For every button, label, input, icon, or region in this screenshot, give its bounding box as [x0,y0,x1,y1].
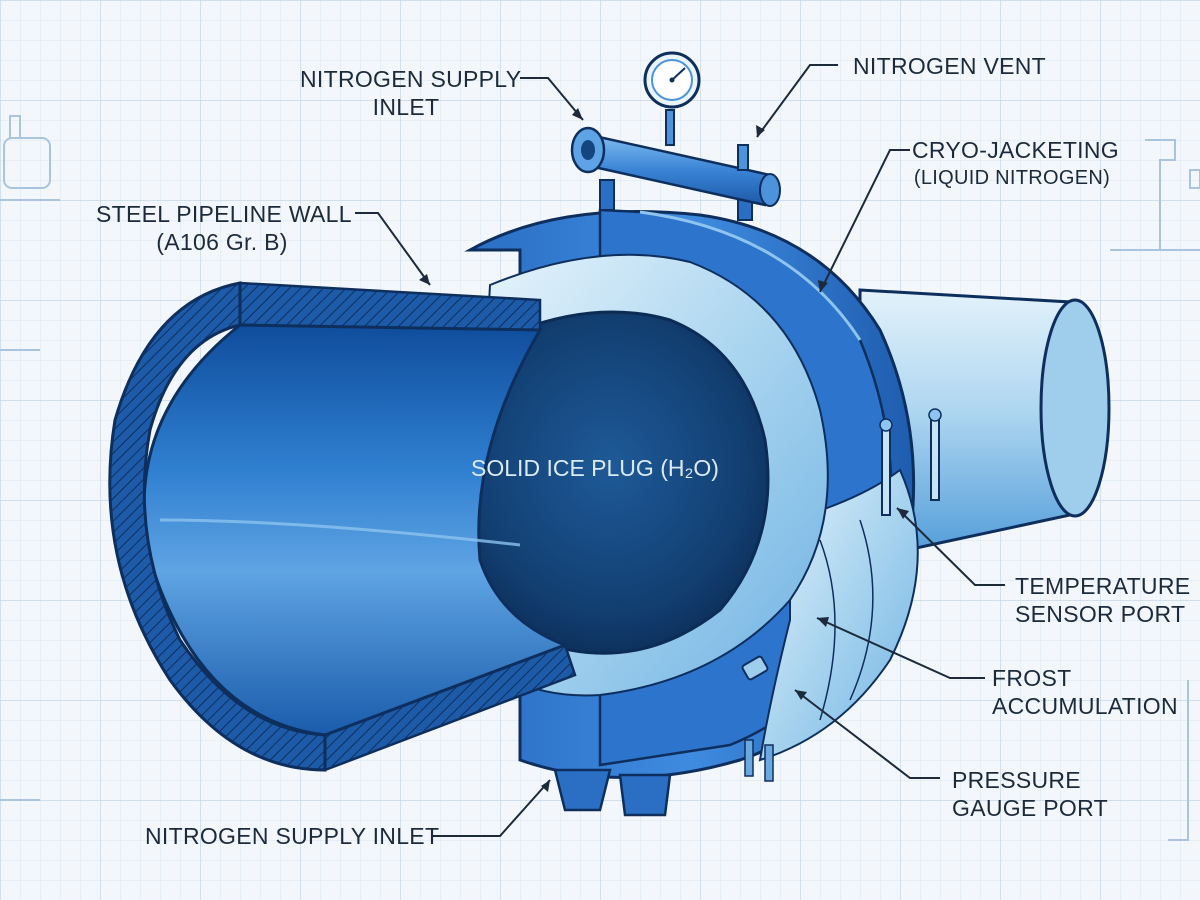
label-temperature-sensor-port: TEMPERATURE SENSOR PORT [1015,572,1190,628]
label-nitrogen-supply-inlet-top: NITROGEN SUPPLY INLET [300,65,522,121]
label-line: CRYO-JACKETING [912,137,1119,163]
label-solid-ice-plug: SOLID ICE PLUG (H₂O) [470,452,720,484]
label-line: SOLID ICE PLUG [471,455,654,481]
label-pressure-gauge-port: PRESSURE GAUGE PORT [952,766,1108,822]
leader-arrowheads [419,108,909,792]
label-line: ACCUMULATION [992,693,1178,719]
label-nitrogen-supply-inlet-bottom: NITROGEN SUPPLY INLET [145,822,439,850]
label-cryo-jacketing: CRYO-JACKETING (LIQUID NITROGEN) [912,136,1119,192]
temperature-sensor-port-icon [879,408,942,516]
label-line: (H₂O) [660,455,719,481]
label-line: (A106 Gr. B) [156,229,288,255]
nitrogen-manifold [570,51,781,221]
label-line: SENSOR PORT [1015,601,1186,627]
label-steel-pipeline-wall: STEEL PIPELINE WALL (A106 Gr. B) [96,200,352,256]
label-line: STEEL PIPELINE WALL [96,201,352,227]
pipe-sketch-icon [0,349,1189,841]
label-line: NITROGEN SUPPLY INLET [145,823,440,849]
downstream-pipe [858,288,1111,562]
label-line: (LIQUID NITROGEN) [913,167,1111,189]
label-line: INLET [372,94,440,120]
tank-icon [0,115,60,201]
label-frost-accumulation: FROST ACCUMULATION [992,664,1178,720]
label-line: GAUGE PORT [952,795,1108,821]
label-line: NITROGEN SUPPLY [300,66,522,92]
pressure-gauge-port-icon [741,655,769,681]
pressure-gauge-icon [643,51,701,109]
vent-stub-icon [737,144,749,171]
label-line: FROST [992,665,1072,691]
valve-icon [1110,139,1200,251]
label-line: NITROGEN VENT [853,53,1047,79]
leader-lines [355,64,1005,837]
label-line: TEMPERATURE [1015,573,1191,599]
label-line: PRESSURE [952,767,1081,793]
upstream-pipe-cutaway [108,281,577,772]
label-nitrogen-vent: NITROGEN VENT [853,52,1046,80]
